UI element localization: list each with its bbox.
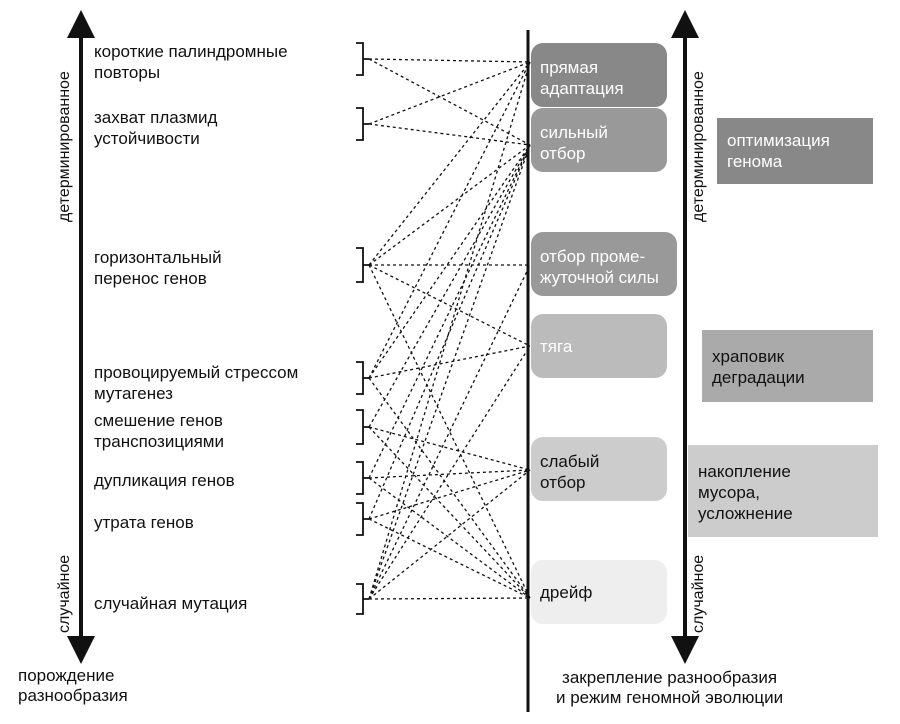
regime-box: дрейф — [531, 560, 667, 624]
left-axis-top-label: детерминированное — [56, 71, 73, 222]
connection-line — [368, 377, 531, 599]
connection-lines — [368, 58, 531, 600]
connection-line — [368, 264, 531, 347]
source-label: утрата генов — [94, 513, 194, 532]
source-brackets — [356, 42, 369, 615]
connection-line — [368, 123, 531, 146]
right-axis-bottom-label: случайное — [690, 554, 707, 633]
left-axis-bottom-label: случайное — [56, 554, 73, 633]
connection-line — [368, 426, 531, 599]
connection-line — [368, 345, 531, 600]
connection-line — [368, 597, 531, 600]
source-bracket — [356, 502, 369, 536]
right-axis-top-label: детерминированное — [690, 71, 707, 222]
connection-line — [368, 264, 531, 600]
source-bracket — [356, 409, 369, 445]
source-bracket — [356, 247, 369, 283]
connection-line — [368, 144, 531, 379]
source-label: дупликация генов — [94, 471, 235, 490]
regime-box: тяга — [531, 314, 667, 378]
connection-line — [368, 144, 531, 520]
connection-line — [368, 58, 531, 146]
source-bracket — [356, 42, 369, 76]
connection-line — [368, 469, 531, 600]
connection-line — [368, 61, 531, 379]
connection-line — [368, 345, 531, 379]
source-bracket — [356, 361, 369, 395]
source-bracket — [356, 583, 369, 615]
connection-line — [368, 426, 531, 471]
connection-line — [368, 144, 531, 600]
connection-line — [368, 144, 531, 479]
connection-line — [368, 144, 531, 428]
regime-box: отбор проме-жуточной силы — [531, 232, 677, 296]
connection-line — [368, 61, 531, 266]
source-label: случайная мутация — [94, 594, 248, 613]
connection-line — [368, 61, 531, 125]
connection-line — [368, 144, 531, 266]
source-bracket — [356, 107, 369, 141]
connection-line — [368, 264, 531, 599]
connection-line — [368, 469, 531, 520]
connection-line — [368, 469, 531, 479]
connection-line — [368, 58, 531, 63]
source-bracket — [356, 461, 369, 495]
